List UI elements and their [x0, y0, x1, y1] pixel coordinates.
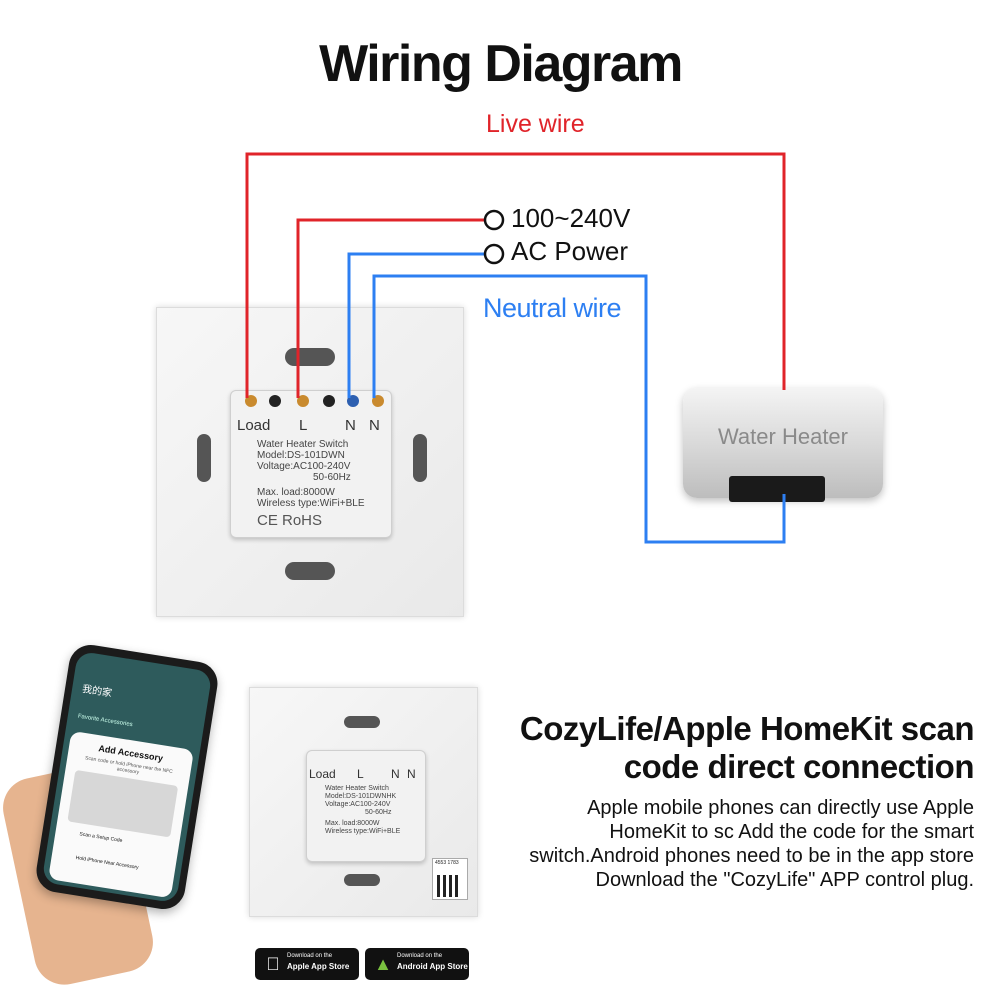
terminal-n2: N — [369, 417, 380, 434]
small-terminal-l: L — [357, 767, 364, 781]
module-frequency: 50-60Hz — [313, 472, 351, 483]
feature-heading-line2: code direct connection — [623, 748, 975, 785]
module-voltage: Voltage:AC100-240V — [257, 461, 351, 472]
apple-icon:  — [263, 953, 283, 975]
android-badge-big: Android App Store — [397, 962, 468, 971]
module-wireless: Wireless type:WiFi+BLE — [257, 498, 365, 509]
qr-code: 4553 1783 — [432, 858, 468, 900]
apple-app-store-badge[interactable]:  Download on the Apple App Store — [255, 948, 359, 980]
android-app-store-badge[interactable]: ▲ Download on the Android App Store — [365, 948, 469, 980]
switch-module-small: Load L N N Water Heater Switch Model:DS-… — [306, 750, 426, 862]
sheet-scan-setup[interactable]: Scan a Setup Code — [78, 831, 123, 845]
heater-display — [729, 476, 825, 502]
panel-slot-right — [413, 434, 427, 482]
sheet-camera-preview — [67, 769, 179, 838]
terminal-circle-voltage — [483, 209, 505, 231]
apple-badge-small: Download on the — [287, 953, 333, 959]
terminal-row — [239, 393, 389, 409]
panel-slot-top — [285, 348, 335, 366]
phone-favorite: Favorite Accessories — [77, 713, 133, 729]
feature-heading: CozyLife/Apple HomeKit scan code direct … — [454, 710, 975, 786]
small-terminal-n1: N — [391, 767, 400, 781]
panel-slot-bottom — [285, 562, 335, 580]
feature-heading-line1: CozyLife/Apple HomeKit scan — [519, 710, 975, 747]
small-module-max-load: Max. load:8000W — [325, 820, 380, 827]
android-badge-small: Download on the — [397, 953, 443, 959]
small-module-name: Water Heater Switch — [325, 785, 389, 792]
module-model: Model:DS-101DWN — [257, 450, 345, 461]
small-terminal-labels: Load L N N — [309, 767, 423, 781]
terminal-n1: N — [345, 417, 356, 434]
ac-power-label: AC Power — [511, 236, 629, 266]
apple-badge-big: Apple App Store — [287, 962, 350, 971]
qr-code-number: 4553 1783 — [435, 860, 459, 866]
small-slot-bottom — [344, 874, 380, 886]
android-icon: ▲ — [374, 954, 392, 974]
terminal-labels: Load L N N — [235, 417, 387, 435]
module-name: Water Heater Switch — [257, 439, 349, 450]
small-module-specs: Water Heater Switch Model:DS-101DWNHK Vo… — [325, 785, 423, 836]
module-marks: CE RoHS — [257, 512, 323, 529]
module-max-load: Max. load:8000W — [257, 487, 335, 498]
terminal-circle-ac — [483, 243, 505, 265]
sheet-hold-nfc[interactable]: Hold iPhone Near Accessory — [75, 855, 140, 871]
terminal-load: Load — [237, 417, 271, 434]
small-module-frequency: 50-60Hz — [365, 809, 392, 816]
smartphone: 我的家 Favorite Accessories Add Accessory S… — [33, 641, 221, 913]
water-heater-label: Water Heater — [717, 424, 848, 449]
neutral-wire-label: Neutral wire — [483, 293, 622, 323]
module-specs: Water Heater Switch Model:DS-101DWN Volt… — [257, 439, 387, 529]
switch-module: Load L N N Water Heater Switch Model:DS-… — [230, 390, 392, 538]
small-module-wireless: Wireless type:WiFi+BLE — [325, 828, 401, 835]
add-accessory-sheet: Add Accessory Scan code or hold iPhone n… — [48, 730, 195, 899]
phone-screen: 我的家 Favorite Accessories Add Accessory S… — [41, 650, 213, 904]
small-terminal-n2: N — [407, 767, 416, 781]
live-wire-label: Live wire — [486, 110, 585, 138]
page-title: Wiring Diagram — [319, 35, 683, 93]
small-terminal-load: Load — [309, 767, 336, 781]
switch-panel-small: 4553 1783 — [249, 687, 478, 917]
small-slot-top — [344, 716, 380, 728]
voltage-label: 100~240V — [511, 203, 631, 233]
terminal-l: L — [299, 417, 308, 434]
small-module-model: Model:DS-101DWNHK — [325, 793, 397, 800]
feature-body: Apple mobile phones can directly use App… — [529, 797, 974, 891]
qr-pattern — [437, 875, 461, 897]
small-module-voltage: Voltage:AC100-240V — [325, 801, 391, 808]
water-heater: Water Heater — [683, 388, 883, 502]
phone-home-title: 我的家 — [81, 683, 113, 700]
panel-slot-left — [197, 434, 211, 482]
